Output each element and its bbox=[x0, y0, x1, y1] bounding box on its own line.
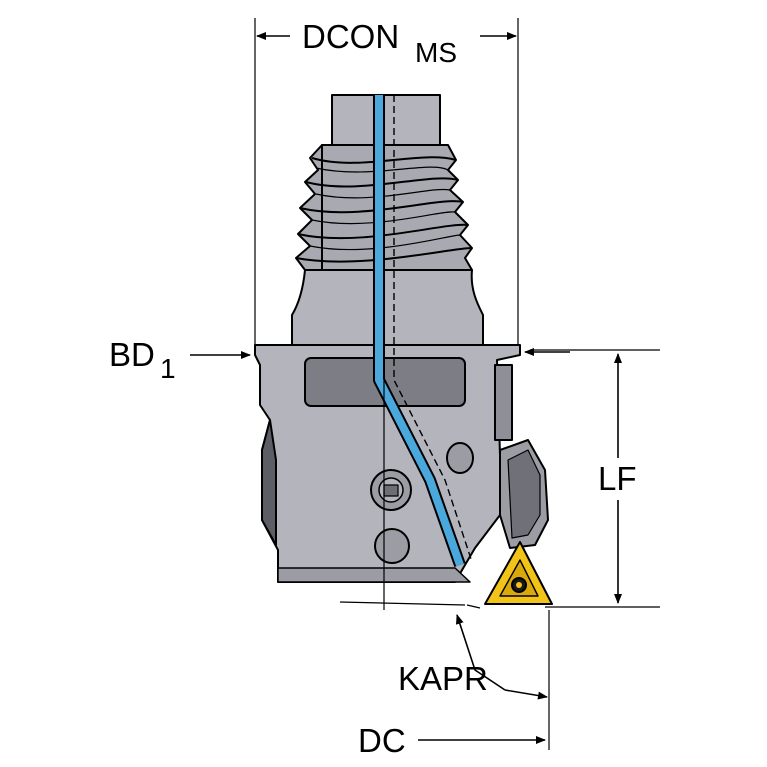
insert-pocket bbox=[494, 364, 513, 441]
milling-cutter bbox=[254, 94, 549, 583]
chip-flute bbox=[261, 419, 277, 546]
triangular-insert bbox=[484, 541, 553, 605]
label-dcon: DCON bbox=[302, 18, 399, 55]
reference-lines bbox=[254, 18, 660, 750]
coolant-channel bbox=[373, 95, 473, 567]
shank-top bbox=[331, 94, 441, 146]
shank-neck bbox=[291, 269, 484, 346]
label-dcon-subscript: MS bbox=[415, 37, 457, 68]
label-kapr: KAPR bbox=[398, 660, 488, 697]
dimension-arrows bbox=[190, 32, 622, 744]
label-dc: DC bbox=[358, 722, 406, 759]
label-bd: BD bbox=[109, 336, 155, 373]
dimension-labels: DCON MS BD 1 LF KAPR DC bbox=[109, 18, 637, 759]
label-bd-subscript: 1 bbox=[160, 353, 176, 384]
label-lf: LF bbox=[598, 460, 637, 497]
bottom-face bbox=[277, 567, 471, 583]
lower-hole bbox=[374, 528, 410, 564]
thread-section bbox=[295, 144, 473, 271]
side-hole bbox=[446, 442, 474, 474]
